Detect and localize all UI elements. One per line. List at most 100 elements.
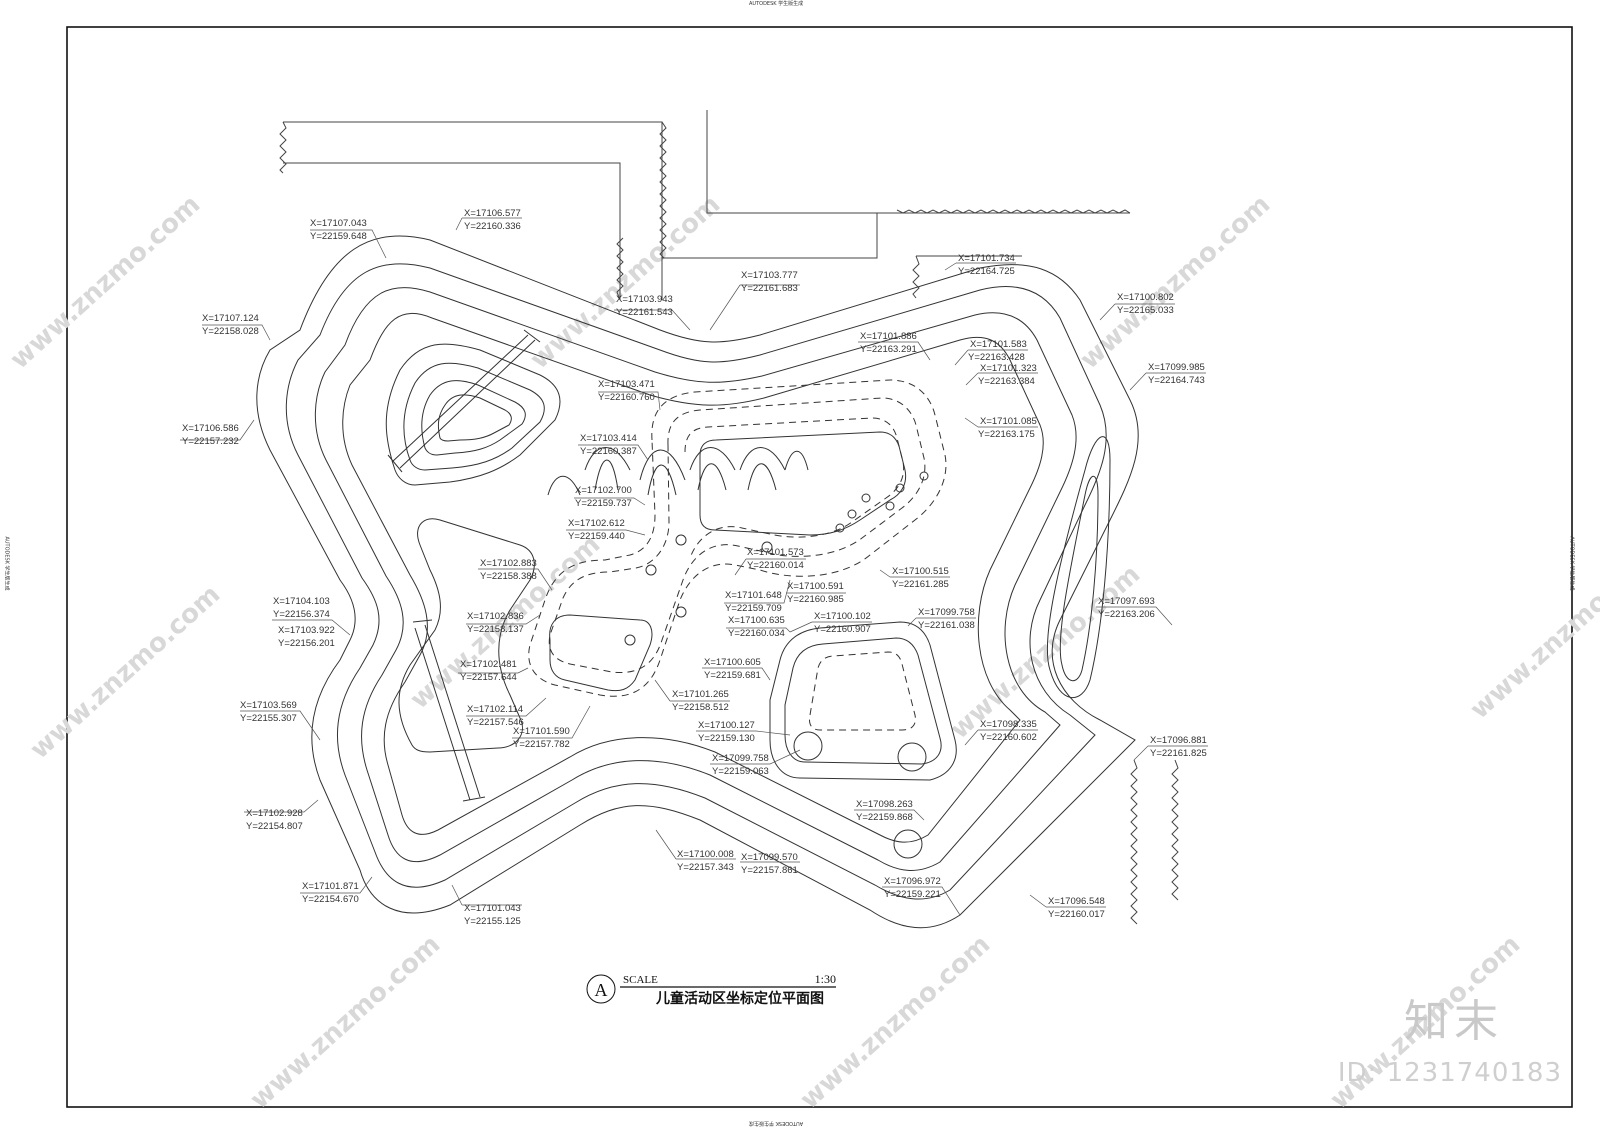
coord-y: Y=22157.861 bbox=[741, 865, 798, 876]
drawing-title: 儿童活动区坐标定位平面图 bbox=[655, 990, 824, 1007]
coord-y: Y=22160.017 bbox=[1048, 909, 1105, 920]
coord-x: X=17103.777 bbox=[741, 270, 798, 281]
coord-y: Y=22164.743 bbox=[1148, 375, 1205, 386]
coord-x: X=17101.583 bbox=[970, 339, 1027, 350]
watermark-text: www.znzmo.com bbox=[5, 189, 207, 375]
coord-x: X=17100.008 bbox=[677, 849, 734, 860]
arch bbox=[739, 447, 786, 491]
coord-x: X=17100.591 bbox=[787, 581, 844, 592]
edge-credit-right: AUTODESK 学生版生成 bbox=[1568, 536, 1575, 591]
coord-x: X=17099.758 bbox=[712, 753, 769, 764]
watermark-text: www.znzmo.com bbox=[525, 189, 727, 375]
wall-line bbox=[283, 162, 621, 300]
coordinate-labels: X=17107.043 Y=22159.648 X=17106.577 Y=22… bbox=[182, 208, 1207, 927]
arch bbox=[547, 475, 581, 496]
coord-y: Y=22159.737 bbox=[575, 498, 632, 509]
coord-x: X=17102.928 bbox=[246, 808, 303, 819]
play-area-outlines bbox=[256, 235, 1139, 929]
brand-watermark: 知末 bbox=[1404, 996, 1504, 1047]
coord-x: X=17102.481 bbox=[460, 659, 517, 670]
left-lower-bands bbox=[398, 518, 535, 802]
break-line bbox=[896, 209, 1131, 214]
play-circle bbox=[835, 523, 845, 533]
watermark-text: www.znzmo.com bbox=[1465, 539, 1600, 725]
marker-circle bbox=[761, 541, 773, 553]
island-outline bbox=[1059, 475, 1099, 682]
island-outline bbox=[1046, 436, 1111, 698]
coord-y: Y=22154.807 bbox=[246, 821, 303, 832]
arch-elements bbox=[547, 447, 809, 496]
marker-circle bbox=[624, 634, 636, 646]
title-symbol-circle bbox=[586, 974, 616, 1004]
coord-x: X=17101.734 bbox=[958, 253, 1015, 264]
coord-x: X=17107.124 bbox=[202, 313, 259, 324]
marker-circle bbox=[675, 606, 687, 618]
coord-x: X=17106.586 bbox=[182, 423, 239, 434]
coord-y: Y=22159.648 bbox=[310, 231, 367, 242]
coord-x: X=17107.043 bbox=[310, 218, 367, 229]
play-circle bbox=[793, 731, 823, 761]
band-outline bbox=[398, 518, 535, 753]
coord-y: Y=22165.033 bbox=[1117, 305, 1174, 316]
coord-x: X=17103.922 bbox=[278, 625, 335, 636]
title-block: A SCALE 1:30 儿童活动区坐标定位平面图 bbox=[586, 972, 836, 1007]
break-line bbox=[659, 121, 667, 259]
coord-y: Y=22160.602 bbox=[980, 732, 1037, 743]
play-circle bbox=[847, 509, 857, 519]
coord-y: Y=22163.291 bbox=[860, 344, 917, 355]
coord-x: X=17103.414 bbox=[580, 433, 637, 444]
break-line bbox=[279, 121, 287, 174]
coord-y: Y=22161.543 bbox=[616, 307, 673, 318]
drawing-frame bbox=[66, 26, 1573, 1108]
coord-y: Y=22163.206 bbox=[1098, 609, 1155, 620]
marker-circle bbox=[675, 534, 687, 546]
break-line bbox=[912, 255, 920, 299]
coord-x: X=17100.102 bbox=[814, 611, 871, 622]
coord-y: Y=22157.782 bbox=[513, 739, 570, 750]
band-outline bbox=[385, 343, 561, 486]
path-edge bbox=[285, 263, 1107, 900]
edge-credit-left: AUTODESK 学生版生成 bbox=[3, 536, 10, 591]
break-line bbox=[616, 237, 624, 301]
coord-x: X=17101.043 bbox=[464, 903, 521, 914]
coord-y: Y=22164.725 bbox=[958, 266, 1015, 277]
coord-y: Y=22163.175 bbox=[978, 429, 1035, 440]
band-outline bbox=[437, 394, 512, 442]
coord-y: Y=22158.028 bbox=[202, 326, 259, 337]
dashed-outline bbox=[528, 379, 947, 697]
edge-credit-bottom: AUTODESK 学生版生成 bbox=[749, 1120, 804, 1126]
inner-outline bbox=[549, 614, 653, 692]
wall-line bbox=[706, 110, 1130, 214]
coord-x: X=17099.985 bbox=[1148, 362, 1205, 373]
marker-circle bbox=[645, 564, 657, 576]
coord-x: X=17096.881 bbox=[1150, 735, 1207, 746]
small-markers bbox=[624, 471, 929, 859]
slide-rail bbox=[391, 334, 536, 469]
outer-path-edge bbox=[256, 235, 1139, 929]
coord-x: X=17103.943 bbox=[616, 294, 673, 305]
coord-x: X=17101.871 bbox=[302, 881, 359, 892]
play-circle bbox=[895, 483, 905, 493]
coord-y: Y=22159.063 bbox=[712, 766, 769, 777]
coord-y: Y=22158.388 bbox=[480, 571, 537, 582]
dashed-outline bbox=[548, 397, 926, 674]
coord-x: X=17101.648 bbox=[725, 590, 782, 601]
watermark-text: www.znzmo.com bbox=[945, 559, 1147, 745]
coord-y: Y=22160.907 bbox=[814, 624, 871, 635]
coord-x: X=17100.515 bbox=[892, 566, 949, 577]
coord-x: X=17098.335 bbox=[980, 719, 1037, 730]
title-symbol: A bbox=[595, 980, 608, 1000]
slide-end bbox=[387, 329, 541, 473]
coord-x: X=17100.635 bbox=[728, 615, 785, 626]
coord-x: X=17101.573 bbox=[747, 547, 804, 558]
coord-y: Y=22157.546 bbox=[467, 717, 524, 728]
central-dashed-area bbox=[528, 379, 947, 697]
coord-y: Y=22160.760 bbox=[598, 392, 655, 403]
coord-x: X=17101.886 bbox=[860, 331, 917, 342]
coord-x: X=17097.693 bbox=[1098, 596, 1155, 607]
coord-x: X=17102.700 bbox=[575, 485, 632, 496]
coord-x: X=17103.569 bbox=[240, 700, 297, 711]
arch bbox=[584, 447, 631, 491]
coord-y: Y=22159.709 bbox=[725, 603, 782, 614]
